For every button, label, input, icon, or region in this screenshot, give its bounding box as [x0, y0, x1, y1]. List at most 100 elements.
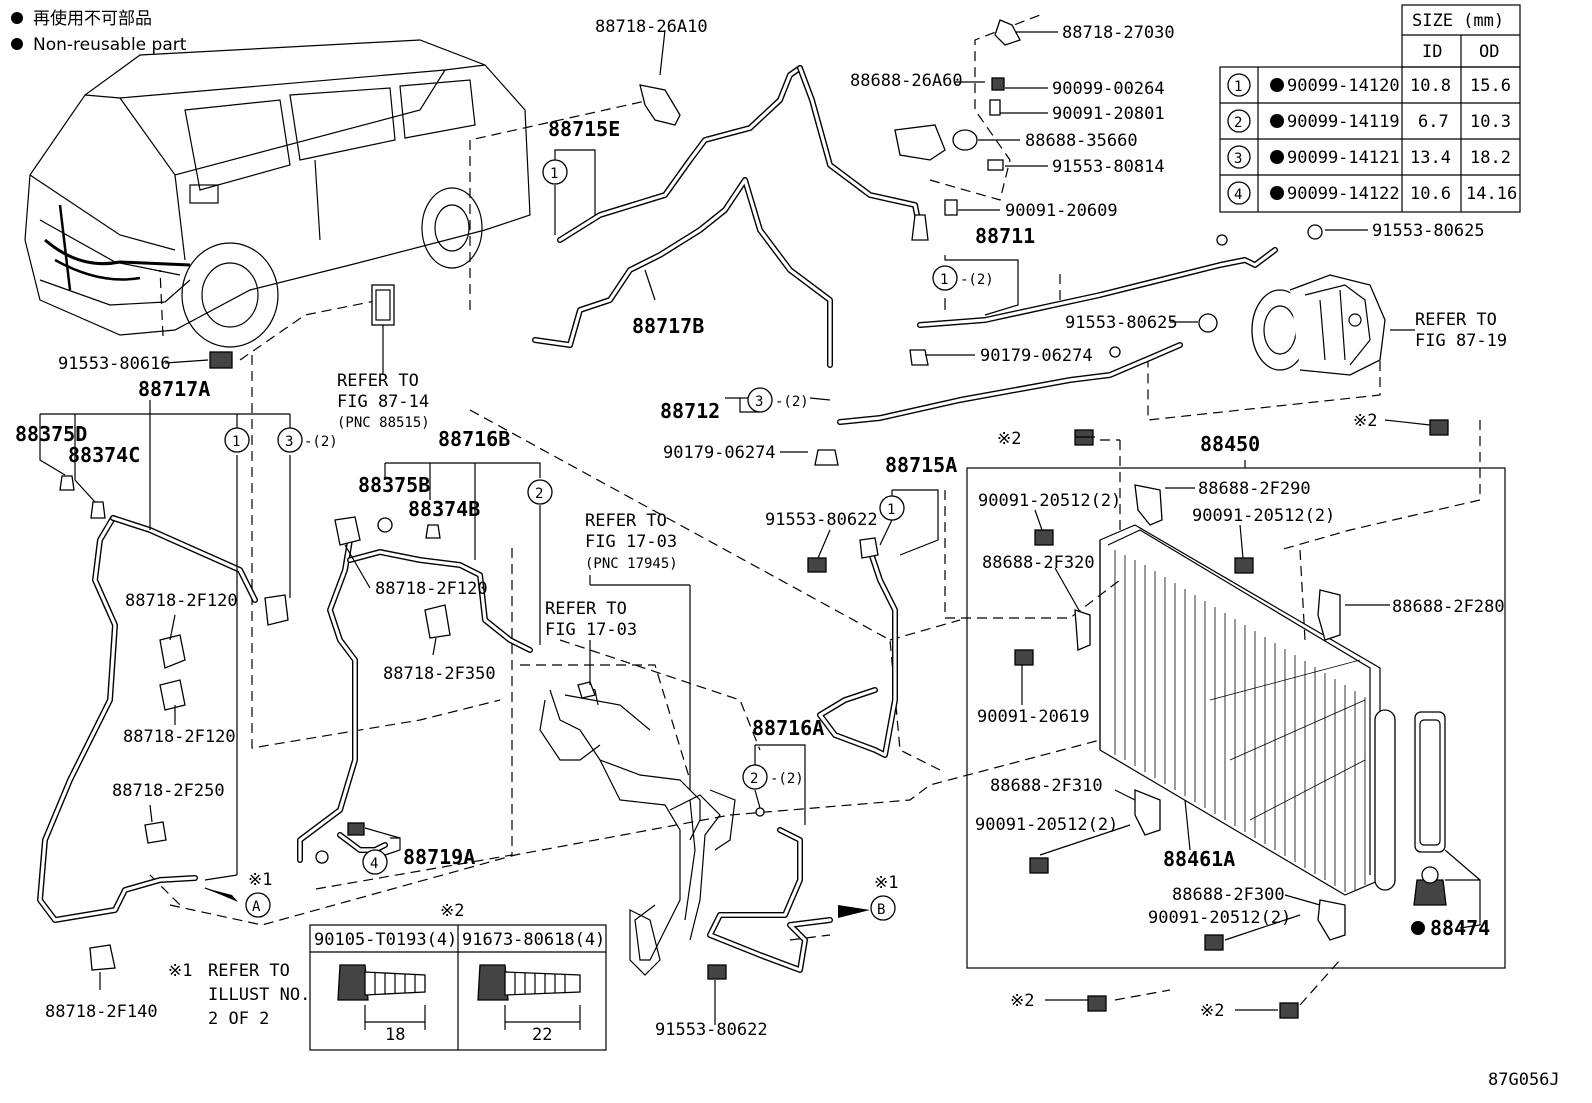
label-88718-26a10: 88718-26A10 [595, 17, 708, 37]
bolt-icon [337, 964, 369, 1001]
label-88474: 88474 [1430, 916, 1490, 940]
label-88374c: 88374C [68, 443, 140, 467]
label-88717a: 88717A [138, 377, 210, 401]
small-parts [59, 19, 1449, 1019]
label-88688-2f310: 88688-2F310 [990, 776, 1103, 796]
label-91553-80625: 91553-80625 [1065, 313, 1178, 333]
label-88718-2f140: 88718-2F140 [45, 1002, 158, 1022]
condenser-assembly [966, 467, 1506, 969]
svg-text:2: 2 [750, 771, 758, 787]
svg-text:90099-14119: 90099-14119 [1287, 112, 1400, 132]
non-reusable-dot-icon [1411, 921, 1425, 935]
svg-text:1: 1 [232, 434, 240, 450]
label-90091-20619: 90091-20619 [977, 707, 1090, 727]
svg-text:3: 3 [755, 394, 763, 410]
part-labels: 88718-26A10 88718-27030 88688-26A60 9009… [15, 17, 1505, 1040]
label-90091-20609: 90091-20609 [1005, 201, 1118, 221]
svg-text:※1: ※1 [248, 870, 272, 890]
table-row: 2 90099-14119 6.7 10.3 [1227, 109, 1511, 133]
label-88450: 88450 [1200, 432, 1260, 456]
label-88374b: 88374B [408, 497, 480, 521]
svg-text:-(2): -(2) [960, 272, 994, 288]
non-reusable-dot-icon [1270, 150, 1284, 164]
size-col-id: ID [1422, 42, 1442, 62]
label-91553-80622: 91553-80622 [765, 510, 878, 530]
label-90091-20512-d: 90091-20512(2) [1148, 908, 1291, 928]
label-88461a: 88461A [1163, 847, 1235, 871]
svg-text:1: 1 [940, 272, 948, 288]
svg-text:10.3: 10.3 [1470, 112, 1511, 132]
svg-text:※1: ※1 [168, 961, 192, 981]
svg-text:10.8: 10.8 [1410, 76, 1451, 96]
bracket-icon [1134, 789, 1161, 836]
table-row: 3 90099-14121 13.4 18.2 [1227, 145, 1511, 169]
svg-text:-(2): -(2) [770, 771, 804, 787]
label-91553-80622-lower: 91553-80622 [655, 1020, 768, 1040]
label-90091-20512-c: 90091-20512(2) [975, 815, 1118, 835]
label-88688-2f290: 88688-2F290 [1198, 479, 1311, 499]
figure-id: 87G056J [1488, 1070, 1560, 1090]
size-table: SIZE (mm) ID OD 1 90099-14120 10.8 15.6 … [1219, 4, 1521, 213]
compressor-illustration [1251, 274, 1386, 376]
label-88375b: 88375B [358, 473, 430, 497]
size-table-title: SIZE (mm) [1412, 11, 1504, 31]
size-col-od: OD [1479, 42, 1499, 62]
label-90091-20512-a: 90091-20512(2) [978, 491, 1121, 511]
label-90091-20801: 90091-20801 [1052, 104, 1165, 124]
svg-text:4: 4 [370, 856, 378, 872]
leader-lines [39, 29, 1481, 1025]
label-90179-06274: 90179-06274 [980, 346, 1093, 366]
svg-text:1: 1 [1234, 79, 1242, 95]
label-88715a: 88715A [885, 453, 957, 477]
svg-text:14.16: 14.16 [1466, 184, 1517, 204]
svg-text:REFER TO: REFER TO [1415, 310, 1497, 330]
svg-text:18.2: 18.2 [1470, 148, 1511, 168]
svg-text:-(2): -(2) [304, 434, 338, 450]
svg-text:90105-T0193(4): 90105-T0193(4) [314, 930, 457, 950]
non-reusable-dot-icon [11, 38, 23, 50]
label-88718-2f120-b: 88718-2F120 [375, 579, 488, 599]
label-88715e: 88715E [548, 117, 620, 141]
svg-text:18: 18 [385, 1025, 405, 1045]
svg-text:1: 1 [887, 502, 895, 518]
mark-2: ※2 [1010, 991, 1034, 1011]
svg-text:4: 4 [1234, 187, 1242, 203]
svg-text:B: B [877, 902, 885, 918]
svg-text:2 OF 2: 2 OF 2 [208, 1009, 269, 1029]
label-91553-80616: 91553-80616 [58, 354, 171, 374]
label-88718-2f250: 88718-2F250 [112, 781, 225, 801]
label-90099-00264: 90099-00264 [1052, 79, 1165, 99]
svg-text:3: 3 [285, 434, 293, 450]
receiver-plug [1413, 879, 1447, 906]
non-reusable-dot-icon [1270, 78, 1284, 92]
illust-note: ※1 REFER TO ILLUST NO. 2 OF 2 [168, 961, 310, 1029]
receiver-tank [1374, 709, 1396, 891]
mark-2: ※2 [997, 429, 1021, 449]
bracket-icon [1134, 484, 1163, 526]
svg-text:91673-80618(4): 91673-80618(4) [462, 930, 605, 950]
label-88688-26a60: 88688-26A60 [850, 71, 963, 91]
van-illustration [24, 39, 531, 348]
svg-text:REFER TO: REFER TO [337, 371, 419, 391]
callout-b: B ※1 [870, 873, 898, 921]
svg-text:FIG 87-19: FIG 87-19 [1415, 331, 1507, 351]
svg-text:90099-14120: 90099-14120 [1287, 76, 1400, 96]
table-row: 4 90099-14122 10.6 14.16 [1227, 181, 1517, 205]
refer-to-notes: REFER TO FIG 87-14 (PNC 88515) REFER TO … [337, 310, 1507, 640]
svg-text:90099-14122: 90099-14122 [1287, 184, 1400, 204]
svg-text:FIG 87-14: FIG 87-14 [337, 392, 429, 412]
dashed-reference-lines [149, 14, 1481, 1006]
svg-text:A: A [252, 899, 261, 915]
svg-text:FIG 17-03: FIG 17-03 [545, 620, 637, 640]
label-88718-2f120-c: 88718-2F120 [123, 727, 236, 747]
svg-text:※1: ※1 [874, 873, 898, 893]
mark-2: ※2 [1200, 1001, 1224, 1021]
arrow-icon [838, 905, 870, 918]
svg-text:15.6: 15.6 [1470, 76, 1511, 96]
label-88718-27030: 88718-27030 [1062, 23, 1175, 43]
svg-text:REFER TO: REFER TO [585, 511, 667, 531]
svg-text:-(2): -(2) [775, 394, 809, 410]
bracket-icon [1317, 899, 1346, 941]
condenser-fins [1114, 550, 1366, 892]
